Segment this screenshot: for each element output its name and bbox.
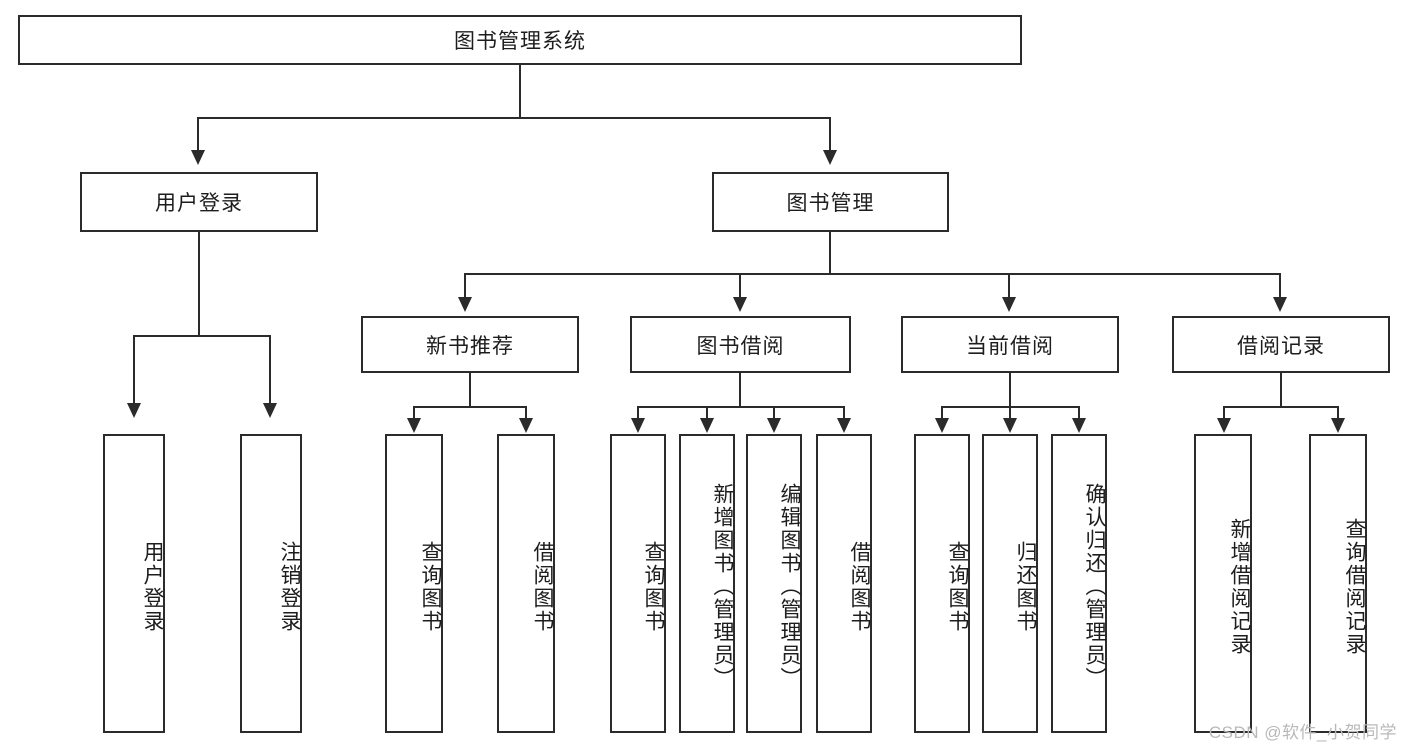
node-current-borrow[interactable]: 当前借阅 [901,316,1119,373]
node-new-book-recommend[interactable]: 新书推荐 [361,316,579,373]
node-label: 查询图书 [642,540,665,633]
node-label: 借阅记录 [1237,334,1325,358]
edge-bookmgmt-to-newbook [464,273,466,299]
edge-records-to-leaf1 [1223,406,1225,420]
arrow-bookmgmt-to-current [1002,297,1016,312]
arrow-current-to-leaf2 [1003,418,1017,433]
edge-borrow-bus [637,406,845,408]
edge-login-to-leaf1 [133,335,135,405]
leaf-borrow-query-book[interactable]: 查询图书 [610,434,666,733]
node-label: 当前借阅 [966,334,1054,358]
edge-root-bus [197,117,831,119]
node-label: 注销登录 [278,540,301,633]
node-label: 图书借阅 [696,334,785,358]
node-label: 借阅图书 [848,540,871,633]
leaf-newbook-borrow-book[interactable]: 借阅图书 [497,434,555,733]
node-label: 用户登录 [155,192,243,215]
node-label: 查询图书 [419,540,442,633]
arrow-login-to-leaf1 [127,403,141,418]
node-label: 图书管理系统 [454,30,586,53]
edge-newbook-to-leaf2 [525,406,527,420]
leaf-newbook-query-book[interactable]: 查询图书 [385,434,443,733]
arrow-records-to-leaf1 [1217,418,1231,433]
node-label: 查询图书 [946,540,969,633]
arrow-borrow-to-leaf3 [767,418,781,433]
edge-root-to-login [197,117,199,153]
edge-bookmgmt-to-records [1279,273,1281,299]
node-label: 编辑图书（管理员） [778,483,801,690]
node-label: 新书推荐 [426,334,514,358]
edge-newbook-stem [469,373,471,407]
node-label: 借阅图书 [531,540,554,633]
csdn-watermark: CSDN @软件_小贺同学 [1208,723,1397,742]
arrow-current-to-leaf1 [935,418,949,433]
arrow-current-to-leaf3 [1072,418,1086,433]
edge-current-stem [1009,373,1011,407]
edge-current-to-leaf2 [1009,406,1011,420]
node-label: 新增图书（管理员） [711,483,734,690]
node-book-management[interactable]: 图书管理 [712,172,949,232]
edge-bookmgmt-to-borrow [739,273,741,299]
node-label: 归还图书 [1014,540,1037,633]
edge-current-to-leaf1 [941,406,943,420]
node-borrow-records[interactable]: 借阅记录 [1172,316,1390,373]
arrow-bookmgmt-to-newbook [458,297,472,312]
leaf-query-borrow-record[interactable]: 查询借阅记录 [1309,434,1367,733]
node-label: 确认归还（管理员） [1083,483,1106,690]
edge-records-to-leaf2 [1337,406,1339,420]
edge-records-bus [1223,406,1339,408]
edge-login-stem [198,232,200,336]
edge-root-stem [519,65,521,118]
leaf-return-book[interactable]: 归还图书 [982,434,1038,733]
edge-current-to-leaf3 [1078,406,1080,420]
node-book-borrow[interactable]: 图书借阅 [630,316,851,373]
node-label: 查询借阅记录 [1343,517,1366,656]
leaf-current-query-book[interactable]: 查询图书 [914,434,970,733]
edge-root-to-bookmgmt [829,117,831,153]
leaf-add-book-admin[interactable]: 新增图书（管理员） [679,434,735,733]
edge-borrow-to-leaf3 [773,406,775,420]
arrow-bookmgmt-to-records [1273,297,1287,312]
arrow-bookmgmt-to-borrow [733,297,747,312]
edge-newbook-to-leaf1 [413,406,415,420]
arrow-root-to-bookmgmt [823,150,837,165]
arrow-login-to-leaf2 [263,403,277,418]
node-label: 用户登录 [141,540,164,633]
edge-borrow-to-leaf4 [843,406,845,420]
edge-bookmgmt-to-current [1008,273,1010,299]
leaf-borrow-book[interactable]: 借阅图书 [816,434,872,733]
node-user-login[interactable]: 用户登录 [80,172,318,232]
arrow-newbook-to-leaf2 [519,418,533,433]
arrow-borrow-to-leaf1 [631,418,645,433]
arrow-borrow-to-leaf4 [837,418,851,433]
leaf-edit-book-admin[interactable]: 编辑图书（管理员） [746,434,802,733]
leaf-add-borrow-record[interactable]: 新增借阅记录 [1194,434,1252,733]
arrow-newbook-to-leaf1 [407,418,421,433]
edge-borrow-stem [739,373,741,407]
edge-records-stem [1280,373,1282,407]
edge-bookmgmt-stem [829,232,831,274]
arrow-root-to-login [191,150,205,165]
edge-borrow-to-leaf1 [637,406,639,420]
node-label: 图书管理 [786,192,875,215]
edge-borrow-to-leaf2 [706,406,708,420]
edge-newbook-bus [413,406,527,408]
leaf-logout[interactable]: 注销登录 [240,434,302,733]
leaf-confirm-return-admin[interactable]: 确认归还（管理员） [1051,434,1107,733]
node-label: 新增借阅记录 [1228,517,1251,656]
edge-login-bus [133,335,271,337]
arrow-records-to-leaf2 [1331,418,1345,433]
leaf-user-login[interactable]: 用户登录 [103,434,165,733]
node-root-system[interactable]: 图书管理系统 [18,15,1022,65]
edge-bookmgmt-bus [464,273,1279,275]
edge-login-to-leaf2 [269,335,271,405]
arrow-borrow-to-leaf2 [700,418,714,433]
